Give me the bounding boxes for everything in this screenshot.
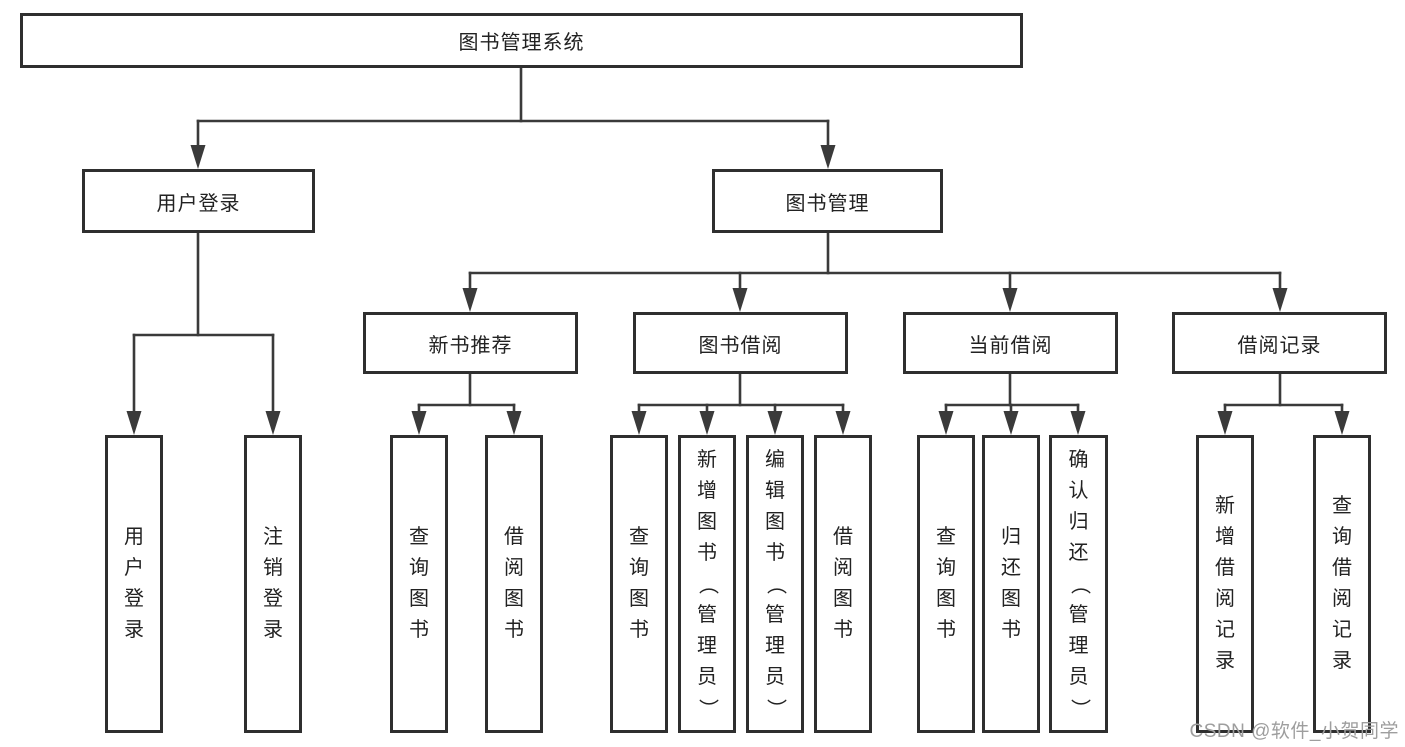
node-leaf-current-confirm-return: 确认归还（管理员）: [1049, 435, 1108, 733]
node-leaf-user-login-label: 用户登录: [124, 526, 144, 641]
node-leaf-logout-label: 注销登录: [263, 526, 283, 641]
node-root-label: 图书管理系统: [458, 32, 585, 54]
node-book-borrow: 图书借阅: [633, 312, 848, 374]
node-user-login-label: 用户登录: [156, 192, 241, 215]
node-leaf-current-confirm-return-label: 确认归还（管理员）: [1068, 448, 1090, 719]
node-new-book-recommend: 新书推荐: [363, 312, 578, 374]
node-current-borrow: 当前借阅: [903, 312, 1118, 374]
node-leaf-borrow-search-book-label: 查询图书: [629, 526, 649, 641]
node-leaf-recommend-borrow-book-label: 借阅图书: [504, 526, 524, 641]
node-leaf-logout: 注销登录: [244, 435, 302, 733]
node-leaf-current-return-book: 归还图书: [982, 435, 1040, 733]
node-current-borrow-label: 当前借阅: [968, 334, 1053, 357]
node-user-login: 用户登录: [82, 169, 315, 233]
node-leaf-record-add: 新增借阅记录: [1196, 435, 1254, 733]
node-leaf-borrow-search-book: 查询图书: [610, 435, 668, 733]
node-leaf-current-search-book: 查询图书: [917, 435, 975, 733]
node-leaf-record-add-label: 新增借阅记录: [1215, 495, 1235, 672]
node-leaf-borrow-edit-book-label: 编辑图书（管理员）: [764, 448, 787, 719]
node-leaf-recommend-borrow-book: 借阅图书: [485, 435, 543, 733]
node-leaf-borrow-edit-book: 编辑图书（管理员）: [746, 435, 804, 733]
node-leaf-borrow-borrow-book-label: 借阅图书: [833, 526, 853, 641]
node-new-book-recommend-label: 新书推荐: [428, 334, 513, 357]
node-book-management-label: 图书管理: [785, 192, 870, 215]
watermark: CSDN @软件_小贺同学: [1189, 721, 1399, 742]
node-leaf-user-login: 用户登录: [105, 435, 163, 733]
node-borrow-record-label: 借阅记录: [1237, 334, 1322, 357]
node-leaf-recommend-search-book-label: 查询图书: [409, 526, 429, 641]
node-leaf-current-return-book-label: 归还图书: [1001, 526, 1021, 641]
node-book-borrow-label: 图书借阅: [698, 334, 783, 357]
node-leaf-record-search: 查询借阅记录: [1313, 435, 1371, 733]
node-leaf-borrow-add-book: 新增图书（管理员）: [678, 435, 736, 733]
node-leaf-record-search-label: 查询借阅记录: [1332, 495, 1352, 672]
node-root: 图书管理系统: [20, 13, 1023, 68]
node-book-management: 图书管理: [712, 169, 943, 233]
node-leaf-current-search-book-label: 查询图书: [936, 526, 956, 641]
node-borrow-record: 借阅记录: [1172, 312, 1387, 374]
node-leaf-borrow-borrow-book: 借阅图书: [814, 435, 872, 733]
node-leaf-borrow-add-book-label: 新增图书（管理员）: [696, 448, 719, 719]
node-leaf-recommend-search-book: 查询图书: [390, 435, 448, 733]
